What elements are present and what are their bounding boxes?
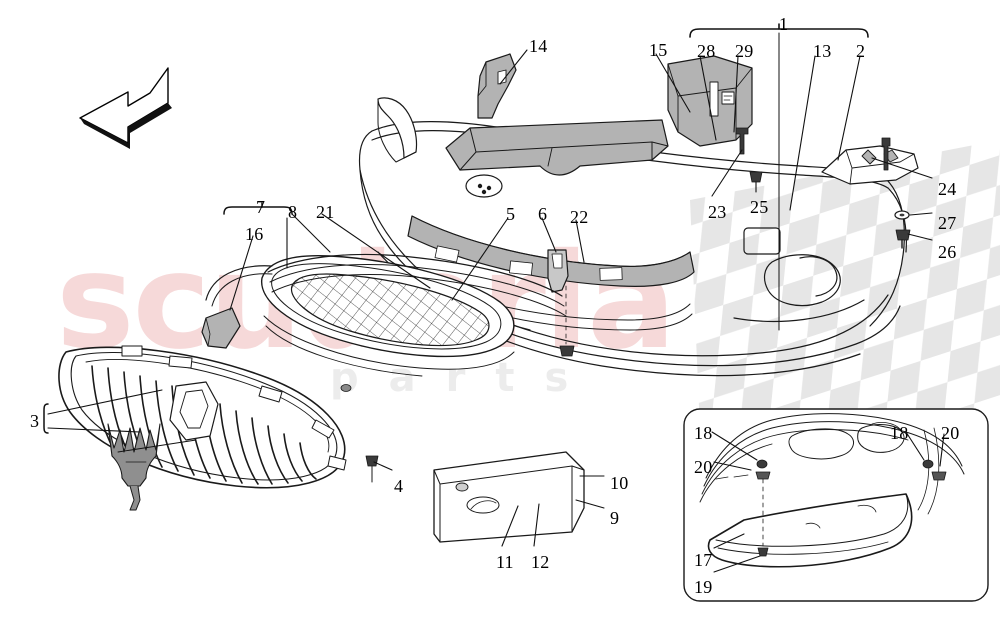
callout-4: 4 (394, 476, 404, 496)
callout-6: 6 (538, 204, 548, 224)
callout-1: 1 (779, 14, 789, 34)
callout-19: 19 (694, 577, 713, 597)
callout-15: 15 (649, 40, 668, 60)
callout-14: 14 (529, 36, 548, 56)
callout-23: 23 (708, 202, 727, 222)
retaining-clip-6 (547, 249, 569, 293)
callout-29: 29 (735, 41, 754, 61)
lower-mesh-grille-assembly (201, 253, 567, 392)
callout-5: 5 (506, 204, 516, 224)
front-spoiler-detail-inset (683, 408, 989, 602)
bumper-clip-14 (477, 53, 517, 119)
callout-24: 24 (938, 179, 957, 199)
callout-28: 28 (697, 41, 716, 61)
callout-12: 12 (531, 552, 550, 572)
callout-22: 22 (570, 207, 589, 227)
callout-20-left: 20 (694, 457, 713, 477)
direction-arrow-icon (79, 67, 172, 149)
callout-21: 21 (316, 202, 335, 222)
callout-2: 2 (856, 41, 866, 61)
callout-17: 17 (694, 550, 713, 570)
callout-25: 25 (750, 197, 769, 217)
callout-20-right: 20 (941, 423, 960, 443)
bumper-reinforcement-bar (445, 119, 669, 176)
watermark-parts: parts (330, 355, 599, 401)
callout-18-right: 18 (890, 423, 909, 443)
callout-27: 27 (938, 213, 957, 233)
callout-9: 9 (610, 508, 620, 528)
callout-10: 10 (610, 473, 629, 493)
callout-3: 3 (30, 411, 40, 431)
callout-7: 7 (256, 197, 266, 217)
callout-8: 8 (288, 202, 298, 222)
callout-16: 16 (245, 224, 264, 244)
callout-26: 26 (938, 242, 957, 262)
callout-11: 11 (496, 552, 514, 572)
leader-lines (43, 23, 945, 573)
license-plate-holder (433, 451, 585, 543)
callout-13: 13 (813, 41, 832, 61)
callout-18-left: 18 (694, 423, 713, 443)
